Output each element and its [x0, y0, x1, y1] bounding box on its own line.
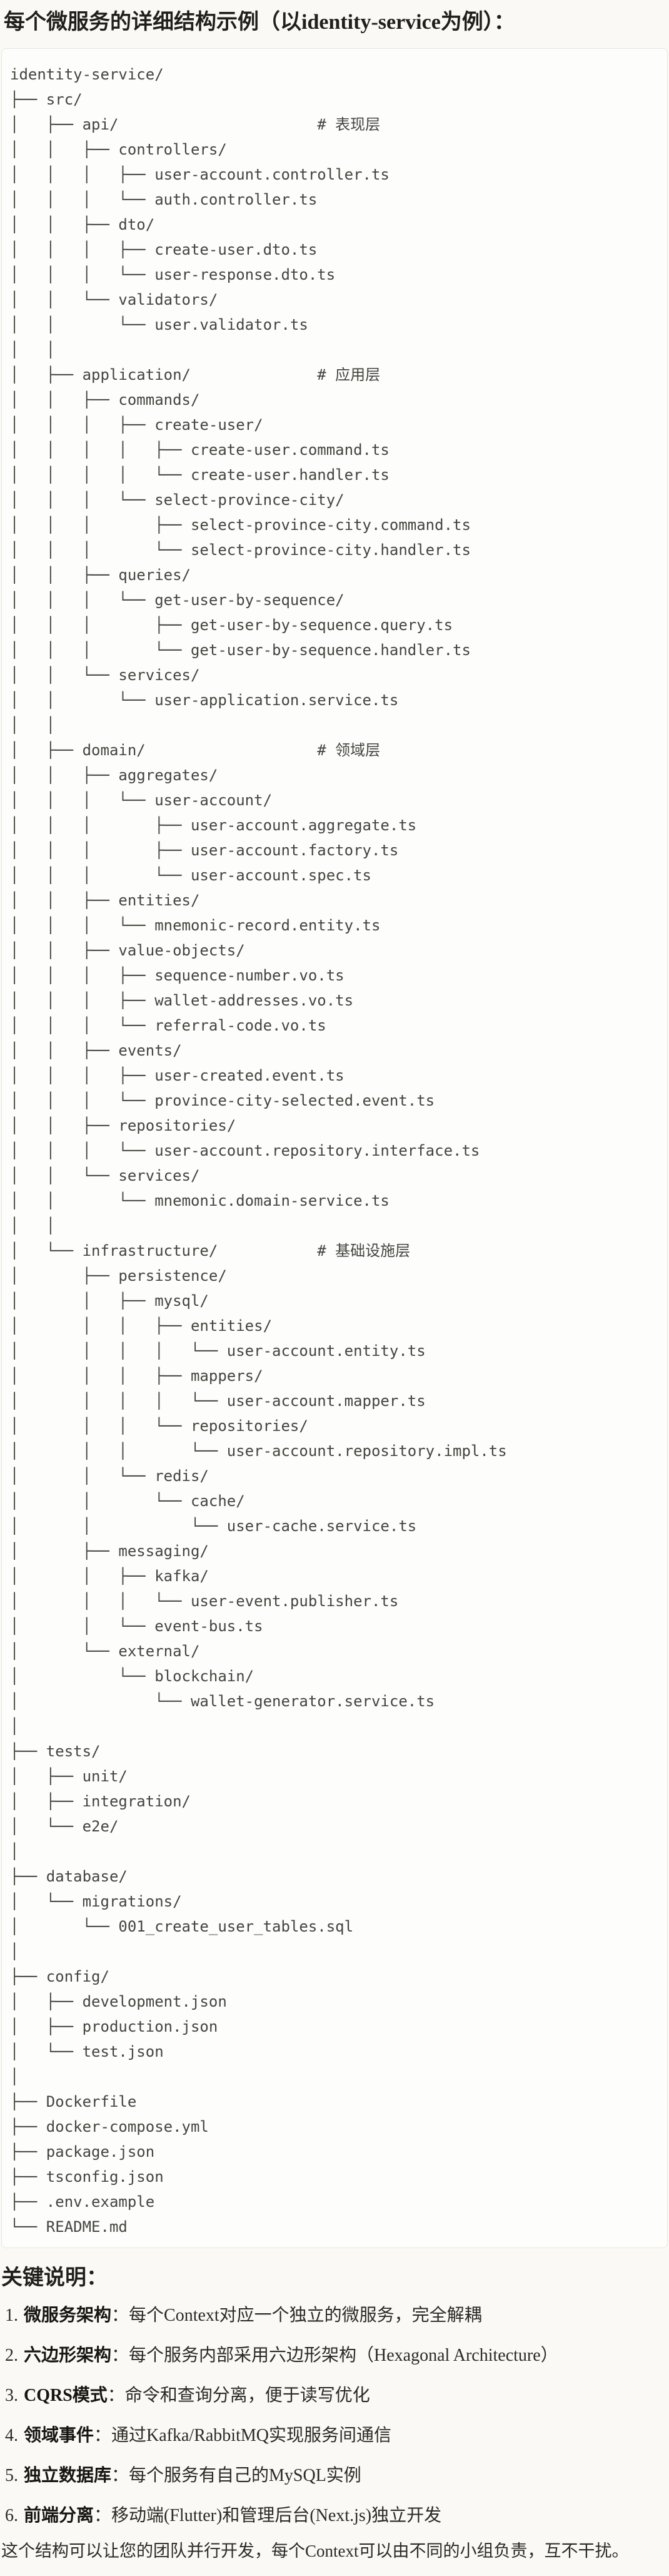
item-term: 六边形架构 [24, 2346, 112, 2365]
list-item-frontend-separation: 6. 前端分离：移动端(Flutter)和管理后台(Next.js)独立开发 [5, 2503, 669, 2528]
list-item-hexagonal-architecture: 2. 六边形架构：每个服务内部采用六边形架构（Hexagonal Architec… [5, 2343, 669, 2368]
notes-list: 1. 微服务架构：每个Context对应一个独立的微服务，完全解耦 2. 六边形架构… [0, 2303, 669, 2528]
item-description: ：命令和查询分离，便于读写优化 [107, 2386, 370, 2405]
notes-heading: 关键说明： [1, 2266, 108, 2289]
item-number: 2. [5, 2346, 18, 2365]
item-number: 1. [5, 2306, 18, 2325]
list-item-domain-events: 4. 领域事件：通过Kafka/RabbitMQ实现服务间通信 [5, 2423, 669, 2448]
list-item-microservice-architecture: 1. 微服务架构：每个Context对应一个独立的微服务，完全解耦 [5, 2303, 669, 2328]
item-number: 3. [5, 2386, 18, 2405]
list-item-cqrs-pattern: 3. CQRS模式：命令和查询分离，便于读写优化 [5, 2383, 669, 2408]
item-term: 前端分离 [24, 2506, 94, 2525]
closing-paragraph: 这个结构可以让您的团队并行开发，每个Context可以由不同的小组负责，互不干扰… [1, 2542, 629, 2560]
page-title: 每个微服务的详细结构示例（以identity-service为例）： [4, 11, 515, 34]
item-term: CQRS模式 [24, 2386, 108, 2405]
item-number: 5. [5, 2466, 18, 2485]
item-description: ：通过Kafka/RabbitMQ实现服务间通信 [94, 2426, 391, 2445]
item-description: ：移动端(Flutter)和管理后台(Next.js)独立开发 [94, 2506, 442, 2525]
item-term: 领域事件 [24, 2426, 94, 2445]
directory-tree: identity-service/ ├── src/ │ ├── api/ # … [10, 66, 507, 2236]
code-block: identity-service/ ├── src/ │ ├── api/ # … [1, 48, 668, 2248]
list-item-independent-database: 5. 独立数据库：每个服务有自己的MySQL实例 [5, 2463, 669, 2488]
item-term: 独立数据库 [24, 2466, 112, 2485]
item-number: 6. [5, 2506, 18, 2525]
item-description: ：每个服务内部采用六边形架构（Hexagonal Architecture） [111, 2346, 558, 2365]
item-term: 微服务架构 [24, 2306, 112, 2325]
item-description: ：每个Context对应一个独立的微服务，完全解耦 [111, 2306, 482, 2325]
item-description: ：每个服务有自己的MySQL实例 [111, 2466, 361, 2485]
item-number: 4. [5, 2426, 18, 2445]
